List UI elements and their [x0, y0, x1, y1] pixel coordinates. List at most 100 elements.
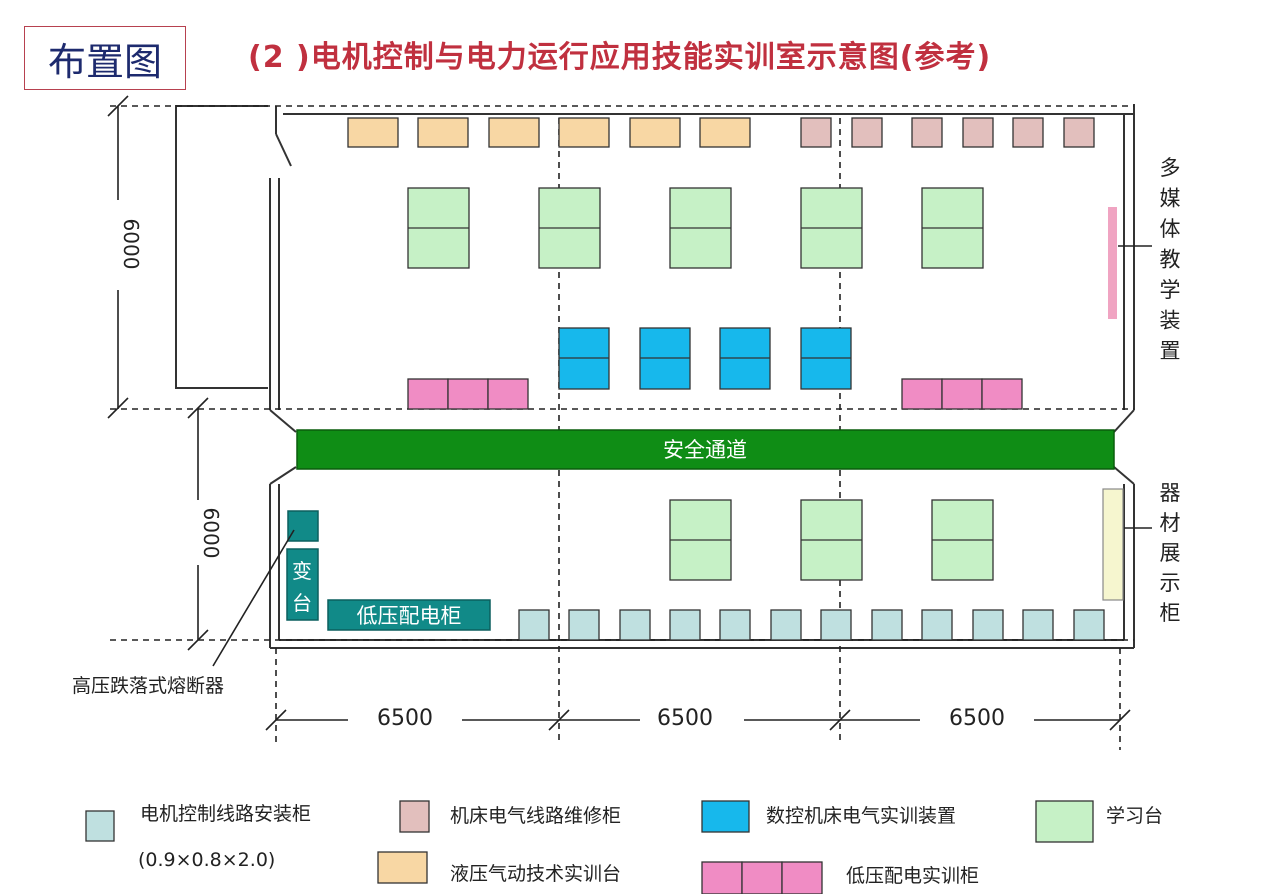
legend-sub-motor: (0.9×0.8×2.0) — [138, 849, 275, 871]
safety-aisle — [296, 429, 1115, 470]
study-desk-row-lower — [669, 499, 994, 581]
aisle-left-bottom — [269, 466, 297, 485]
diagram-title: (2 )电机控制与电力运行应用技能实训室示意图(参考) — [248, 40, 992, 75]
machine-cabinet-row — [800, 117, 1095, 148]
transformer-char-1: 变 — [292, 559, 312, 583]
motor-control-cabinet — [921, 609, 953, 641]
machine-cabinet — [1012, 117, 1044, 148]
machine-cabinet — [962, 117, 994, 148]
legend-label-lowvtrain: 低压配电实训柜 — [846, 865, 979, 887]
motor-control-cabinet — [770, 609, 802, 641]
motor-cabinet-row — [518, 609, 1105, 641]
low-voltage-cabinet-label: 低压配电柜 — [357, 604, 462, 628]
low-voltage-cabinet — [327, 599, 491, 631]
layout-badge: 布置图 — [24, 26, 186, 90]
multimedia-teaching-device — [1108, 207, 1117, 319]
equipment-label-char: 示 — [1160, 571, 1181, 595]
machine-cabinet — [800, 117, 832, 148]
multimedia-label-char: 置 — [1160, 339, 1181, 363]
low-voltage-training-cabinet — [901, 378, 943, 410]
hydraulic-bench — [558, 117, 610, 148]
safety-aisle-label: 安全通道 — [663, 438, 747, 462]
equipment-display-cabinet — [1102, 488, 1124, 601]
dim-width-3: 6500 — [949, 706, 1005, 731]
hydraulic-bench — [699, 117, 751, 148]
fuse-box — [287, 510, 319, 542]
dim-h-tick-4 — [1109, 709, 1131, 731]
multimedia-label-char: 多 — [1160, 156, 1181, 180]
fuse-label: 高压跌落式熔断器 — [72, 675, 224, 697]
dim-h-tick-1 — [265, 709, 287, 731]
legend-label-machine: 机床电气线路维修柜 — [450, 805, 621, 827]
legend-label-motor: 电机控制线路安装柜 — [140, 803, 311, 825]
legend-label-desk: 学习台 — [1106, 805, 1163, 827]
motor-control-cabinet — [719, 609, 751, 641]
low-voltage-training-cabinets — [407, 378, 1023, 410]
hydraulic-bench — [417, 117, 469, 148]
multimedia-label-char: 媒 — [1160, 187, 1181, 211]
motor-control-cabinet — [568, 609, 600, 641]
dim-lower-height: 6000 — [199, 508, 223, 559]
legend-label-hydraulic: 液压气动技术实训台 — [450, 863, 621, 885]
low-voltage-training-cabinet — [407, 378, 449, 410]
legend-swatch-desk — [1035, 800, 1094, 843]
multimedia-label-char: 装 — [1160, 309, 1181, 333]
motor-control-cabinet — [518, 609, 550, 641]
aisle-right-top — [1113, 409, 1135, 433]
motor-control-cabinet — [972, 609, 1004, 641]
legend-swatch-machine — [399, 800, 430, 833]
equipment-label-char: 展 — [1160, 541, 1181, 565]
dim-h-tick-2 — [548, 709, 570, 731]
study-desk-row-upper — [407, 187, 984, 269]
motor-control-cabinet — [1073, 609, 1105, 641]
equipment-label-char: 材 — [1160, 511, 1181, 535]
door-leaf — [275, 133, 292, 167]
hydraulic-bench — [629, 117, 681, 148]
legend-swatch-cnc — [701, 800, 750, 833]
aisle-right-bottom — [1113, 466, 1135, 485]
transformer-char-2: 台 — [292, 591, 312, 615]
dim-tick-2 — [107, 397, 129, 419]
dim-width-1: 6500 — [377, 706, 433, 731]
low-voltage-training-cabinet — [487, 378, 529, 410]
hydraulic-bench-row — [347, 117, 751, 148]
fuse-leader-line — [212, 529, 295, 667]
equipment-label-char: 器 — [1160, 481, 1181, 505]
multimedia-label-char: 学 — [1160, 278, 1181, 302]
legend-swatch-lowvtrain — [701, 861, 823, 894]
left-annex-wall — [175, 105, 268, 389]
legend-swatch-motor — [85, 810, 115, 842]
low-voltage-training-cabinet — [981, 378, 1023, 410]
hydraulic-bench — [488, 117, 540, 148]
dim-width-2: 6500 — [657, 706, 713, 731]
low-voltage-training-cabinet — [941, 378, 983, 410]
dim-h-tick-3 — [829, 709, 851, 731]
motor-control-cabinet — [669, 609, 701, 641]
multimedia-label-char: 体 — [1160, 217, 1181, 241]
aisle-left-top — [269, 409, 297, 433]
legend: 电机控制线路安装柜 (0.9×0.8×2.0) 机床电气线路维修柜 数控机床电气… — [85, 800, 1163, 894]
hydraulic-bench — [347, 117, 399, 148]
machine-cabinet — [1063, 117, 1095, 148]
motor-control-cabinet — [1022, 609, 1054, 641]
machine-cabinet — [911, 117, 943, 148]
legend-swatch-lowvtrain-2 — [741, 861, 783, 894]
dim-tick-3 — [187, 397, 209, 419]
transformer-platform — [286, 548, 319, 621]
motor-control-cabinet — [871, 609, 903, 641]
legend-label-cnc: 数控机床电气实训装置 — [766, 805, 956, 827]
cnc-device-row — [558, 327, 852, 390]
dim-tick-1 — [107, 95, 129, 117]
vertical-dimensions — [107, 95, 1131, 731]
dim-tick-4 — [187, 629, 209, 651]
legend-swatch-hydraulic — [377, 851, 428, 884]
multimedia-label-char: 教 — [1160, 248, 1181, 272]
dim-upper-height: 6000 — [119, 219, 143, 270]
legend-swatch-lowvtrain-3 — [781, 861, 823, 894]
legend-swatch-lowvtrain-1 — [701, 861, 743, 894]
motor-control-cabinet — [820, 609, 852, 641]
